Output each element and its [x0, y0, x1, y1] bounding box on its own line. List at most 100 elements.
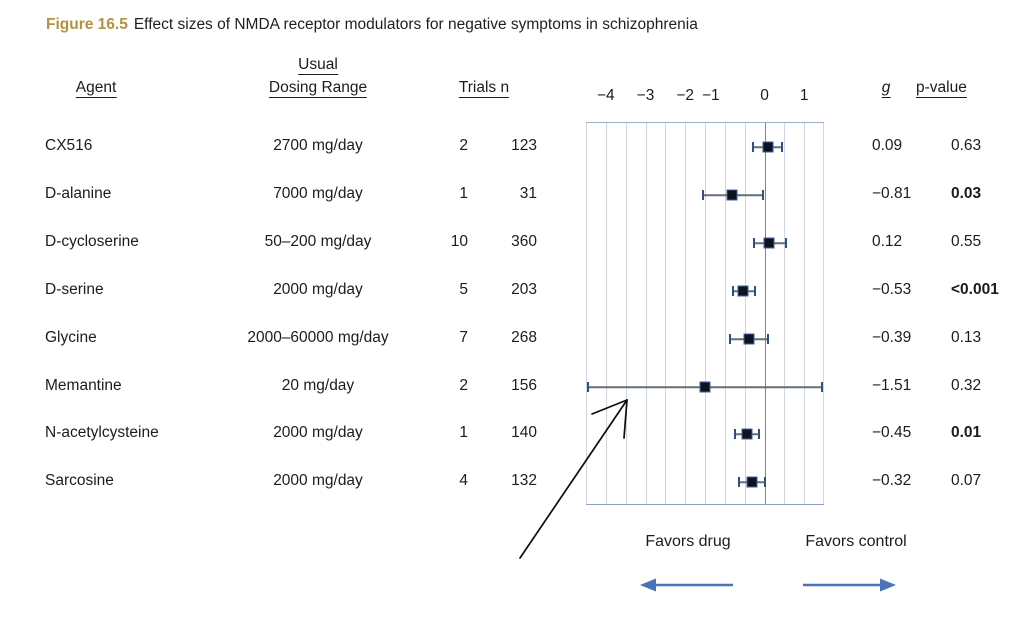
p-value: 0.07 [951, 472, 982, 489]
column-header-g: g [881, 79, 891, 98]
sample-size: 31 [519, 185, 537, 202]
ci-whisker-cap [587, 382, 589, 392]
x-axis-tick-label: −2 [676, 87, 694, 104]
effect-size-marker [726, 189, 738, 201]
trials-count: 2 [459, 137, 468, 154]
effect-size-marker [741, 428, 753, 440]
ci-whisker-cap [752, 142, 755, 152]
trials-count: 10 [450, 233, 468, 250]
sample-size: 203 [511, 281, 537, 298]
agent-name: D-cycloserine [45, 233, 139, 250]
p-value: 0.63 [951, 137, 982, 154]
column-header-dosing-range: Dosing Range [268, 79, 368, 98]
ci-whisker-cap [780, 142, 783, 152]
trials-count: 1 [459, 424, 468, 441]
effect-size-g: −0.81 [872, 185, 912, 202]
dosing-range: 20 mg/day [281, 377, 355, 394]
column-header-usual: Usual [298, 56, 338, 75]
favors-drug-label: Favors drug [645, 533, 731, 550]
sample-size: 268 [511, 329, 537, 346]
effect-size-g: −0.32 [872, 472, 912, 489]
x-axis-tick-label: 1 [799, 87, 809, 104]
gridline [784, 123, 786, 504]
agent-name: Sarcosine [45, 472, 114, 489]
effect-size-marker [746, 476, 758, 488]
sample-size: 140 [511, 424, 537, 441]
dosing-range: 2000 mg/day [273, 424, 363, 441]
gridline [744, 123, 746, 504]
ci-whisker-cap [728, 334, 731, 344]
effect-size-g: −0.39 [872, 329, 912, 346]
effect-size-marker [762, 141, 774, 153]
ci-whisker-cap [733, 429, 736, 439]
effect-size-g: 0.09 [872, 137, 903, 154]
ci-whisker-cap [767, 334, 770, 344]
gridline [705, 123, 706, 504]
ci-whisker-cap [702, 190, 705, 200]
ci-whisker-cap [731, 286, 734, 296]
column-header-agent: Agent [75, 79, 117, 98]
dosing-range: 7000 mg/day [273, 185, 363, 202]
effect-size-g: −0.45 [872, 424, 912, 441]
ci-whisker-cap [785, 238, 788, 248]
trials-count: 1 [459, 185, 468, 202]
agent-name: Glycine [45, 329, 97, 346]
dosing-range: 2000–60000 mg/day [247, 329, 389, 346]
sample-size: 132 [511, 472, 537, 489]
ci-whisker-cap [821, 382, 823, 392]
dosing-range: 2000 mg/day [273, 472, 363, 489]
ci-whisker-cap [753, 286, 756, 296]
ci-whisker-cap [761, 190, 764, 200]
ci-whisker-cap [758, 429, 761, 439]
gridline [804, 123, 806, 504]
zero-reference-line [764, 123, 766, 504]
figure-caption: Effect sizes of NMDA receptor modulators… [133, 16, 698, 33]
p-value: 0.32 [951, 377, 982, 394]
dosing-range: 50–200 mg/day [264, 233, 372, 250]
gridline [645, 123, 647, 504]
effect-size-marker [737, 285, 749, 297]
gridline [586, 123, 587, 504]
column-header-trials-n: Trials n [458, 79, 510, 98]
favors-control-label: Favors control [805, 533, 907, 550]
agent-name: N-acetylcysteine [45, 424, 159, 441]
gridline [823, 123, 824, 504]
agent-name: CX516 [45, 137, 93, 154]
effect-size-g: −1.51 [872, 377, 912, 394]
effect-size-g: −0.53 [872, 281, 912, 298]
ci-whisker-cap [752, 238, 755, 248]
dosing-range: 2700 mg/day [273, 137, 363, 154]
effect-size-marker [699, 381, 711, 393]
favors-drug-arrow [640, 578, 733, 592]
effect-size-g: 0.12 [872, 233, 903, 250]
agent-name: D-serine [45, 281, 104, 298]
x-axis-tick-label: −4 [596, 87, 615, 104]
effect-size-marker [743, 333, 755, 345]
p-value: 0.13 [951, 329, 982, 346]
agent-name: Memantine [45, 377, 122, 394]
p-value: <0.001 [951, 281, 999, 298]
gridline [685, 123, 687, 504]
p-value: 0.03 [951, 185, 982, 202]
agent-name: D-alanine [45, 185, 112, 202]
x-axis-tick-label: 0 [760, 87, 769, 104]
trials-count: 5 [459, 281, 468, 298]
gridline [665, 123, 667, 504]
x-axis-tick-label: −3 [636, 87, 655, 104]
ci-whisker-cap [737, 477, 740, 487]
dosing-range: 2000 mg/day [273, 281, 363, 298]
trials-count: 2 [459, 377, 468, 394]
p-value: 0.55 [951, 233, 982, 250]
favors-control-arrow [803, 578, 896, 592]
trials-count: 7 [459, 329, 468, 346]
sample-size: 123 [511, 137, 537, 154]
p-value: 0.01 [951, 424, 982, 441]
ci-whisker-cap [763, 477, 766, 487]
sample-size: 360 [511, 233, 537, 250]
gridline [625, 123, 627, 504]
effect-size-marker [763, 237, 775, 249]
gridline [605, 123, 607, 504]
